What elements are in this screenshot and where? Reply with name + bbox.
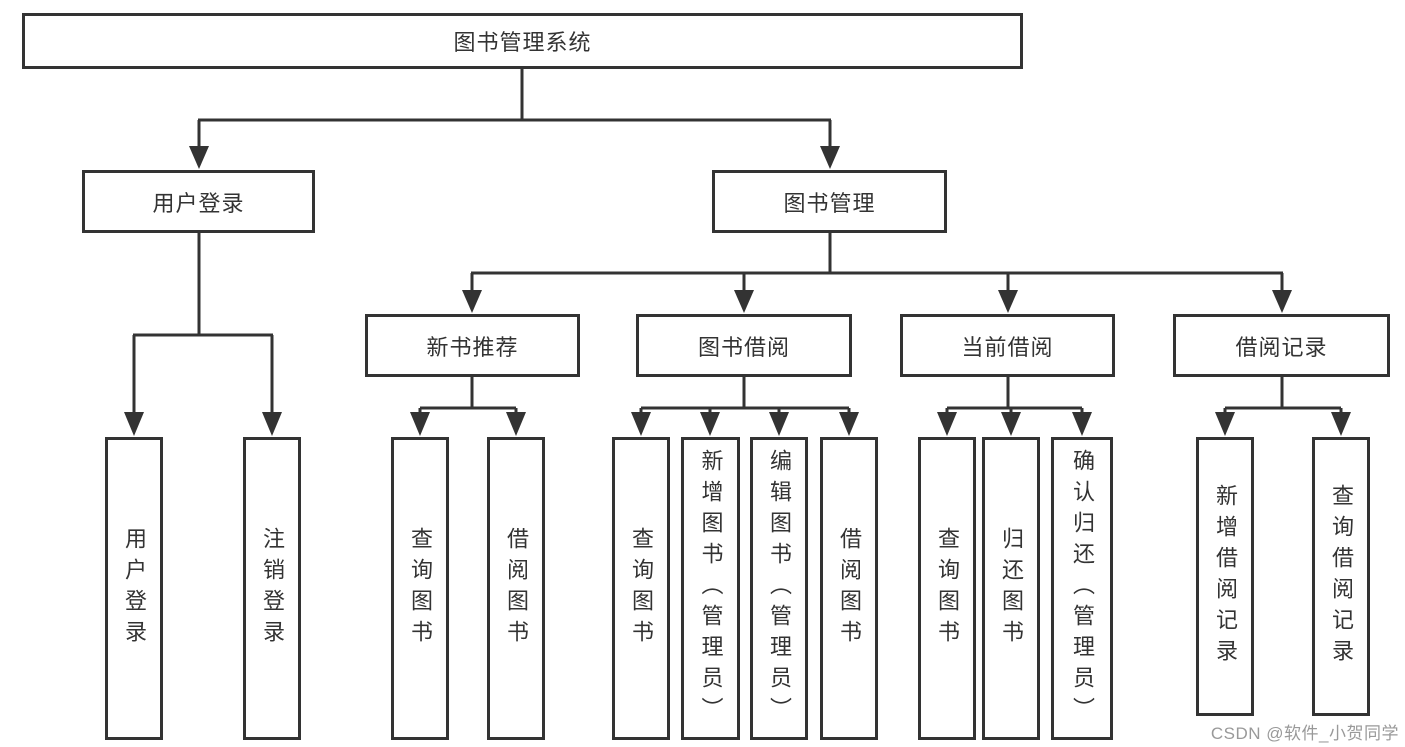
- node-query-books-3-label: 查询图书: [935, 526, 960, 651]
- node-confirm-return-admin-label: 确认归还（管理员）: [1070, 449, 1095, 728]
- node-query-books-1: 查询图书: [391, 437, 449, 740]
- node-query-borrow-record-label: 查询借阅记录: [1329, 483, 1354, 670]
- connector-root-to-level2: [189, 69, 840, 169]
- node-add-book-admin-label: 新增图书（管理员）: [698, 449, 724, 728]
- node-query-books-2-label: 查询图书: [629, 526, 654, 651]
- node-borrow-books-2: 借阅图书: [820, 437, 878, 740]
- node-confirm-return-admin: 确认归还（管理员）: [1051, 437, 1113, 740]
- node-new-book-recommend-label: 新书推荐: [426, 334, 519, 360]
- node-add-book-admin: 新增图书（管理员）: [681, 437, 740, 740]
- connector-borrow-records-children: [1215, 377, 1351, 436]
- node-logout-leaf-label: 注销登录: [260, 526, 285, 651]
- node-book-borrow: 图书借阅: [636, 314, 852, 377]
- node-root-label: 图书管理系统: [453, 30, 592, 55]
- connector-user-login-children: [124, 233, 282, 436]
- node-borrow-records-label: 借阅记录: [1235, 334, 1328, 360]
- node-borrow-books-1-label: 借阅图书: [504, 526, 529, 651]
- node-user-login-leaf-label: 用户登录: [122, 526, 147, 651]
- node-borrow-books-2-label: 借阅图书: [837, 526, 862, 651]
- watermark: CSDN @软件_小贺同学: [1210, 724, 1399, 743]
- node-borrow-books-1: 借阅图书: [487, 437, 545, 740]
- node-book-borrow-label: 图书借阅: [697, 334, 790, 360]
- node-logout-leaf: 注销登录: [243, 437, 301, 740]
- node-book-management: 图书管理: [712, 170, 947, 233]
- node-user-login: 用户登录: [82, 170, 315, 233]
- node-borrow-records: 借阅记录: [1173, 314, 1390, 377]
- node-query-borrow-record: 查询借阅记录: [1312, 437, 1370, 716]
- node-edit-book-admin: 编辑图书（管理员）: [750, 437, 808, 740]
- node-user-login-label: 用户登录: [152, 190, 245, 216]
- connector-book-management-children: [462, 232, 1292, 313]
- node-query-books-2: 查询图书: [612, 437, 670, 740]
- node-return-book: 归还图书: [982, 437, 1040, 740]
- connector-current-borrow-children: [937, 377, 1092, 436]
- node-current-borrow: 当前借阅: [900, 314, 1115, 377]
- node-query-books-1-label: 查询图书: [408, 526, 433, 651]
- connector-book-borrow-children: [631, 377, 859, 436]
- node-add-borrow-record: 新增借阅记录: [1196, 437, 1254, 716]
- node-add-borrow-record-label: 新增借阅记录: [1213, 483, 1238, 670]
- node-book-management-label: 图书管理: [783, 190, 876, 216]
- node-return-book-label: 归还图书: [999, 526, 1024, 651]
- node-edit-book-admin-label: 编辑图书（管理员）: [767, 449, 792, 728]
- node-user-login-leaf: 用户登录: [105, 437, 163, 740]
- node-new-book-recommend: 新书推荐: [365, 314, 580, 377]
- connector-new-book-recommend-children: [410, 377, 526, 436]
- node-query-books-3: 查询图书: [918, 437, 976, 740]
- node-current-borrow-label: 当前借阅: [961, 334, 1054, 360]
- node-root: 图书管理系统: [22, 13, 1023, 69]
